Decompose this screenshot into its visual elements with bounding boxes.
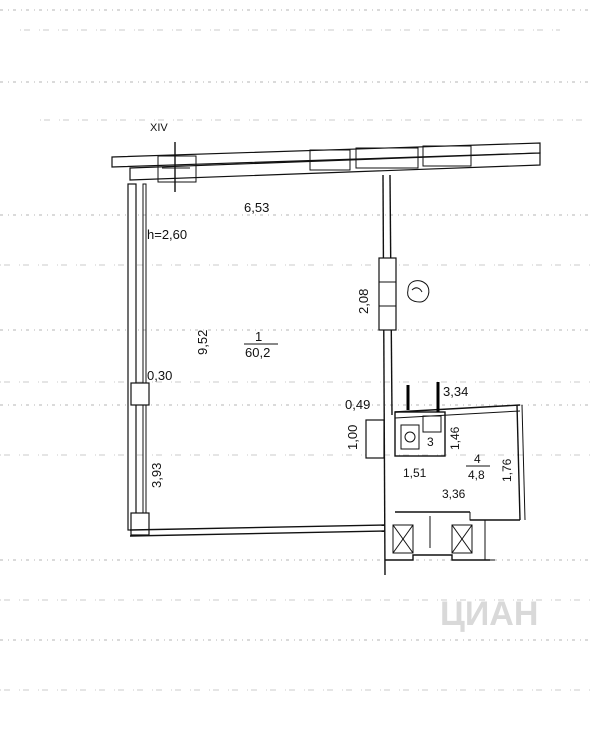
scan-noise bbox=[0, 9, 591, 691]
room1-area: 60,2 bbox=[245, 345, 270, 360]
dim-left-upper: 9,52 bbox=[195, 330, 210, 355]
dim-door-width: 1,00 bbox=[345, 425, 360, 450]
window bbox=[309, 149, 351, 171]
room-3 bbox=[394, 382, 521, 457]
dim-pier: 0,30 bbox=[147, 368, 172, 383]
pier bbox=[130, 512, 150, 536]
exterior-wall-top bbox=[111, 142, 541, 192]
sink-icon bbox=[422, 415, 442, 433]
room3-number: 3 bbox=[427, 435, 434, 449]
door-opening bbox=[365, 419, 385, 459]
room4-number: 4 bbox=[474, 452, 481, 466]
dim-room3-height: 1,46 bbox=[448, 426, 462, 450]
dim-room4-bottom: 3,36 bbox=[442, 487, 466, 501]
bottom-wall bbox=[129, 524, 386, 537]
ventilation-shaft bbox=[392, 524, 414, 554]
dim-room3-bottom: 1,51 bbox=[403, 466, 427, 480]
toilet-icon bbox=[400, 424, 420, 450]
dim-room3-width: 3,34 bbox=[443, 384, 468, 399]
room1-number: 1 bbox=[255, 329, 262, 344]
stamp-mark bbox=[407, 280, 430, 303]
dim-partition-gap: 0,49 bbox=[345, 397, 370, 412]
ceiling-height: h=2,60 bbox=[147, 227, 187, 242]
dim-room4-height: 1,76 bbox=[500, 458, 514, 482]
window bbox=[422, 145, 472, 167]
window bbox=[157, 155, 197, 183]
exterior-wall-left bbox=[127, 183, 150, 536]
partition-opening bbox=[378, 257, 397, 331]
window bbox=[355, 147, 419, 169]
axis-label: XIV bbox=[150, 122, 168, 134]
room4-area: 4,8 bbox=[468, 468, 485, 482]
dim-top-width: 6,53 bbox=[244, 200, 269, 215]
room-4 bbox=[385, 404, 526, 561]
watermark: ЦИАН bbox=[440, 595, 538, 633]
dim-partition-upper: 2,08 bbox=[356, 289, 371, 314]
pier bbox=[130, 382, 150, 406]
ventilation-shaft bbox=[451, 524, 473, 554]
dim-left-lower: 3,93 bbox=[149, 463, 164, 488]
interior-partition bbox=[365, 174, 397, 576]
